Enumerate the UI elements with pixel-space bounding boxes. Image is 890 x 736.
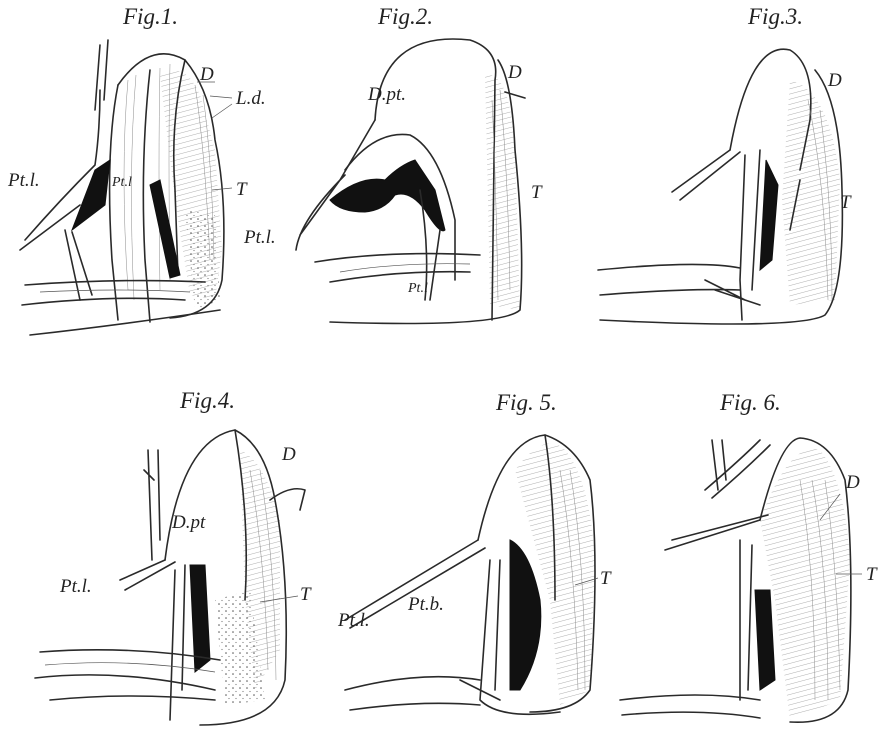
fig3-label-d: D bbox=[827, 70, 842, 91]
fig1-label-t: T bbox=[236, 179, 248, 200]
figure-2-title: Fig.2. bbox=[377, 4, 433, 29]
fig4-label-dpt: D.pt bbox=[171, 512, 206, 533]
fig5-label-ptl: Pt.l. bbox=[337, 610, 370, 631]
figure-5-title: Fig. 5. bbox=[495, 390, 557, 415]
figure-5: Fig. 5. Pt.l. Pt.b. T bbox=[337, 390, 612, 714]
fig4-label-t: T bbox=[300, 584, 312, 605]
fig2-label-d: D bbox=[507, 62, 522, 83]
figure-1-title: Fig.1. bbox=[122, 4, 178, 29]
fig3-label-t: T bbox=[840, 192, 852, 213]
fig4-label-d: D bbox=[281, 444, 296, 465]
figure-4: Fig.4. D D.pt Pt.l. T bbox=[35, 388, 312, 725]
figure-3-title: Fig.3. bbox=[747, 4, 803, 29]
fig2-label-ptl: Pt.l. bbox=[243, 227, 276, 248]
figure-1: Fig.1. D L.d. Pt.l. Pt.l T bbox=[7, 4, 266, 335]
fig1-label-ptl-inner: Pt.l bbox=[111, 175, 132, 190]
fig2-label-dpt: D.pt. bbox=[367, 84, 406, 105]
figure-6: Fig. 6. D T bbox=[620, 390, 878, 722]
fig2-label-t: T bbox=[531, 182, 543, 203]
figure-4-title: Fig.4. bbox=[179, 388, 235, 413]
figure-3: Fig.3. D T bbox=[598, 4, 852, 324]
fig1-label-ptl: Pt.l. bbox=[7, 170, 40, 191]
fig6-label-d: D bbox=[845, 472, 860, 493]
fig5-label-t: T bbox=[600, 568, 612, 589]
fig5-label-ptb: Pt.b. bbox=[407, 594, 444, 615]
figure-6-title: Fig. 6. bbox=[719, 390, 781, 415]
fig4-label-ptl: Pt.l. bbox=[59, 576, 92, 597]
fig2-label-ptl-lower: Pt.l bbox=[407, 281, 428, 296]
fig6-label-t: T bbox=[866, 564, 878, 585]
figure-2: Fig.2. D D.pt. T Pt.l. Pt.l bbox=[243, 4, 543, 324]
fig1-label-ld: L.d. bbox=[235, 88, 266, 109]
